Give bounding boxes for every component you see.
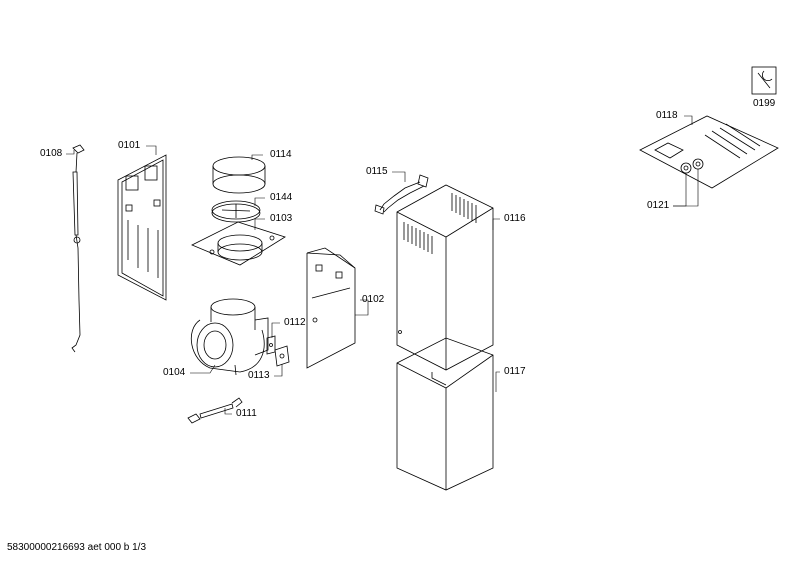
part-0115-bracket bbox=[374, 174, 429, 215]
label-0117: 0117 bbox=[504, 366, 526, 377]
part-0116-upper-chimney bbox=[396, 184, 494, 371]
part-0144-disc bbox=[211, 200, 261, 223]
label-0101: 0101 bbox=[118, 140, 141, 151]
label-0112: 0112 bbox=[284, 317, 306, 328]
part-0114-ring bbox=[212, 156, 266, 194]
part-0118-accessory-bag bbox=[639, 115, 779, 189]
part-0102-side-panel bbox=[306, 247, 356, 369]
document-id: 58300000216693 aet 000 b 1/3 bbox=[7, 542, 147, 553]
label-0199: 0199 bbox=[753, 98, 776, 109]
label-0113: 0113 bbox=[248, 370, 270, 381]
label-0104: 0104 bbox=[163, 367, 186, 378]
label-0144: 0144 bbox=[270, 192, 293, 203]
label-0103: 0103 bbox=[270, 213, 293, 224]
leader-lines bbox=[66, 115, 699, 415]
part-0101-rear-panel bbox=[117, 154, 167, 301]
part-0108-power-cable bbox=[71, 144, 85, 353]
label-0108: 0108 bbox=[40, 148, 63, 159]
label-0118: 0118 bbox=[656, 110, 678, 121]
label-0114: 0114 bbox=[270, 149, 292, 160]
part-0111-harness bbox=[187, 397, 243, 424]
label-0115: 0115 bbox=[366, 166, 388, 177]
part-0113-plate bbox=[274, 345, 290, 367]
part-0199-manual-icon bbox=[751, 66, 777, 95]
part-0103-plate bbox=[191, 221, 286, 266]
label-0102: 0102 bbox=[362, 294, 385, 305]
part-0117-lower-chimney bbox=[396, 337, 494, 491]
label-0121: 0121 bbox=[647, 200, 670, 211]
label-0111: 0111 bbox=[236, 408, 257, 419]
part-0104-blower bbox=[191, 298, 269, 376]
label-0116: 0116 bbox=[504, 213, 526, 224]
